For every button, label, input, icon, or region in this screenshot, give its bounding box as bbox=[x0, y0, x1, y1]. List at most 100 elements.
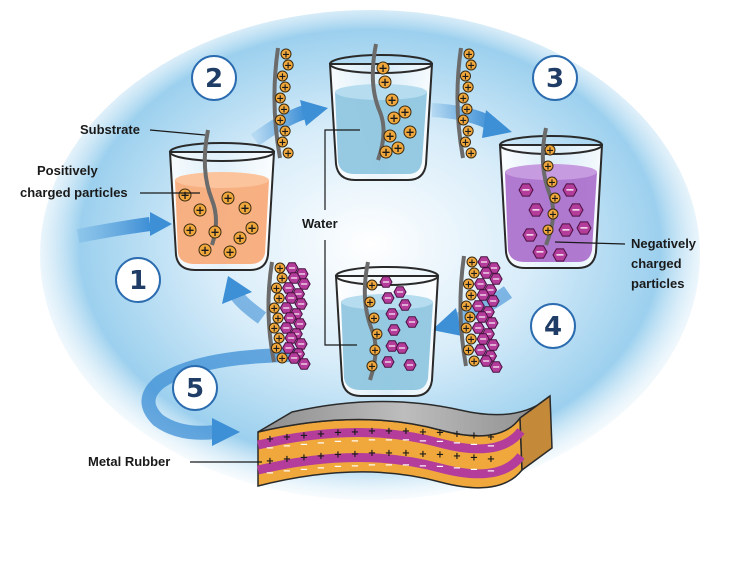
svg-text:−: − bbox=[486, 351, 494, 362]
svg-text:−: − bbox=[296, 319, 304, 330]
svg-text:−: − bbox=[317, 463, 325, 474]
negative-particle bbox=[297, 358, 311, 370]
step-circle-1: 1 bbox=[115, 257, 161, 303]
svg-text:+: + bbox=[317, 451, 325, 462]
label-positive-line2: charged particles bbox=[20, 185, 128, 200]
svg-text:−: − bbox=[474, 301, 482, 312]
positive-particle bbox=[270, 342, 282, 354]
svg-text:−: − bbox=[300, 465, 308, 476]
svg-text:−: − bbox=[419, 436, 427, 447]
positive-particle bbox=[547, 208, 559, 220]
svg-text:+: + bbox=[385, 448, 393, 459]
svg-text:+: + bbox=[464, 346, 472, 357]
svg-text:−: − bbox=[492, 362, 500, 373]
svg-text:−: − bbox=[525, 229, 534, 242]
positive-particle bbox=[542, 160, 554, 172]
svg-text:−: − bbox=[384, 357, 392, 368]
svg-text:+: + bbox=[551, 194, 559, 205]
positive-particle bbox=[278, 103, 290, 115]
svg-text:+: + bbox=[270, 304, 278, 315]
svg-text:−: − bbox=[351, 461, 359, 472]
svg-text:+: + bbox=[278, 274, 286, 285]
svg-text:−: − bbox=[486, 285, 494, 296]
label-water: Water bbox=[302, 216, 338, 231]
positive-particle bbox=[462, 125, 474, 137]
negative-particle bbox=[476, 289, 490, 301]
positive-particle bbox=[383, 129, 397, 143]
svg-text:−: − bbox=[521, 184, 530, 197]
svg-text:+: + bbox=[247, 221, 257, 235]
negative-particle bbox=[287, 272, 301, 284]
coated-strip-after-3: +−−+−−+−−+−−+−−+−−+−−+−−+−−+−− bbox=[458, 255, 503, 373]
positive-particle bbox=[208, 225, 222, 239]
svg-text:−: − bbox=[334, 437, 342, 448]
svg-text:+: + bbox=[185, 223, 195, 237]
label-substrate: Substrate bbox=[80, 122, 140, 137]
substrate-strip bbox=[370, 43, 386, 161]
negative-particle bbox=[486, 339, 500, 351]
negative-particle bbox=[473, 344, 488, 356]
svg-text:−: − bbox=[351, 436, 359, 447]
positive-particle bbox=[468, 267, 480, 279]
svg-text:+: + bbox=[266, 434, 274, 445]
svg-text:+: + bbox=[465, 50, 473, 61]
svg-text:−: − bbox=[287, 293, 295, 304]
negative-particle bbox=[398, 299, 412, 311]
svg-text:+: + bbox=[270, 324, 278, 335]
svg-text:+: + bbox=[200, 243, 210, 257]
positive-particle bbox=[282, 147, 294, 159]
label-negative-line1: Negatively bbox=[631, 236, 697, 251]
svg-text:+: + bbox=[544, 226, 552, 237]
step-number-1: 1 bbox=[129, 266, 147, 296]
positive-particle bbox=[198, 243, 212, 257]
svg-text:−: − bbox=[489, 340, 497, 351]
svg-text:−: − bbox=[298, 269, 306, 280]
svg-text:−: − bbox=[283, 466, 291, 477]
svg-text:−: − bbox=[368, 460, 376, 471]
step-number-5: 5 bbox=[186, 374, 204, 404]
svg-text:−: − bbox=[402, 435, 410, 446]
negative-particle bbox=[558, 223, 574, 237]
svg-text:−: − bbox=[368, 435, 376, 446]
svg-text:+: + bbox=[180, 188, 190, 202]
arrow-into-beaker-1 bbox=[76, 217, 151, 243]
svg-text:−: − bbox=[453, 438, 461, 449]
svg-text:+: + bbox=[278, 72, 286, 83]
svg-text:−: − bbox=[317, 438, 325, 449]
svg-text:−: − bbox=[535, 246, 544, 259]
positive-particle bbox=[376, 61, 390, 75]
negative-particle bbox=[294, 298, 308, 310]
positive-particle bbox=[462, 81, 474, 93]
step-number-4: 4 bbox=[544, 312, 562, 342]
svg-text:+: + bbox=[378, 61, 388, 75]
svg-text:+: + bbox=[317, 429, 325, 440]
mixed-particles-beaker-4: ++++++−−−−−−−−−−− bbox=[364, 276, 419, 373]
svg-text:+: + bbox=[400, 105, 410, 119]
svg-text:−: − bbox=[489, 296, 497, 307]
svg-text:+: + bbox=[468, 258, 476, 269]
negative-particle bbox=[284, 292, 298, 304]
positive-particle bbox=[465, 59, 477, 71]
coated-strip-after-4: +−−+−−+−−+−−+−−+−−+−−+−−+−−+−− bbox=[266, 261, 311, 370]
svg-text:−: − bbox=[565, 184, 574, 197]
negative-particle bbox=[381, 292, 395, 304]
step-circles: 1 2 3 4 5 bbox=[115, 55, 578, 411]
svg-text:+: + bbox=[275, 294, 283, 305]
svg-text:+: + bbox=[393, 141, 403, 155]
svg-text:−: − bbox=[382, 277, 390, 288]
positive-particle bbox=[460, 300, 472, 312]
svg-text:+: + bbox=[276, 264, 284, 275]
positive-particle bbox=[268, 322, 280, 334]
negative-particle bbox=[528, 203, 544, 217]
svg-text:+: + bbox=[223, 191, 233, 205]
svg-text:+: + bbox=[389, 111, 399, 125]
svg-text:−: − bbox=[561, 224, 570, 237]
beaker-water-2: ++++++−−−−−−−−−−− bbox=[334, 261, 440, 397]
positive-particle bbox=[463, 48, 475, 60]
positive-particle bbox=[464, 311, 476, 323]
svg-text:+: + bbox=[371, 346, 379, 357]
svg-text:+: + bbox=[467, 291, 475, 302]
negative-particle bbox=[385, 308, 399, 320]
svg-text:−: − bbox=[297, 339, 305, 350]
svg-text:−: − bbox=[385, 435, 393, 446]
